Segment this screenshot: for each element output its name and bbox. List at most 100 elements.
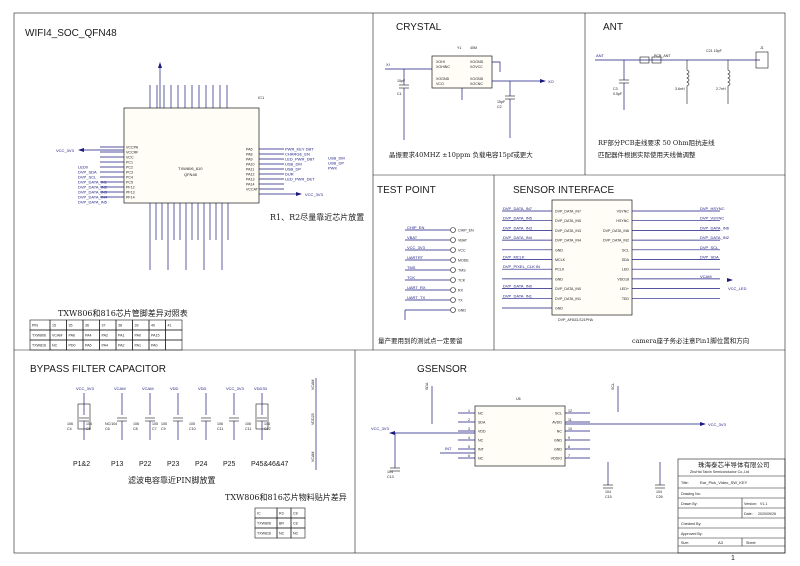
testpoint-net: TMS	[407, 265, 416, 270]
bypass-cap-val: 105	[152, 422, 158, 426]
ant-l1: 3.6nH	[675, 87, 685, 91]
crystal-pin-l2: XOHINC	[436, 65, 450, 69]
testpoint-label: RX	[458, 289, 464, 293]
gsensor-ca-ref: C13	[387, 475, 394, 479]
sensor-left-net: DVP_DATA_IN3	[503, 225, 533, 230]
sensor-left-pin: DVP_DATA_IN1	[555, 297, 581, 301]
ant-section: ANT PCB_ANT C21 15pF C3 0.5pF 3.6nH 2.7n…	[595, 46, 769, 159]
tb-checked-label: Checked By:	[681, 522, 701, 526]
gsensor-left-pin: NC	[478, 439, 484, 443]
sensor-left-pin: MCLK	[555, 258, 566, 262]
soc-table-text: PA4	[102, 344, 109, 348]
sensor-right-pin: VDD18	[617, 277, 629, 281]
sensor-right-pin: SCL	[622, 248, 629, 252]
bypass-table-text: R3	[279, 512, 284, 516]
soc-right-net: LED_PWR_DBT	[285, 157, 315, 162]
soc-right-pin-label: PA8	[246, 153, 253, 157]
section-title-sensor: SENSOR INTERFACE	[513, 185, 614, 196]
gsensor-right-num: 12	[568, 409, 572, 413]
ant-net: ANT	[596, 53, 605, 58]
bypass-cap-ref: C8	[133, 427, 138, 431]
soc-vcc-net: VCC_3V3	[56, 148, 75, 153]
crystal-chip	[431, 55, 493, 89]
soc-table-text: TXW816	[32, 344, 46, 348]
tb-company-en: ZhuHai Taixin Semiconductor Co.,Ltd	[690, 470, 749, 474]
bypass-table-text: IC	[257, 512, 261, 516]
bypass-group-box	[77, 403, 91, 430]
soc-left-pin-label: PC1	[126, 161, 133, 165]
sensor-left-net: DVP_MCLK	[503, 255, 525, 260]
gsensor-right-pin: SCL	[555, 412, 562, 416]
gsensor-left-pin: INT	[478, 448, 485, 452]
crystal-pin-bl1: XOGND	[436, 77, 450, 81]
bypass-cap-ref: C11	[245, 427, 251, 431]
soc-left-net: DVP_DATA_IN4	[78, 195, 108, 200]
bypass-table-text: TXW816	[257, 532, 271, 536]
soc-right-pin-label: PA10	[246, 163, 255, 167]
soc-table-text: PIN	[32, 324, 38, 328]
soc-table-text: PA15	[151, 334, 160, 338]
bypass-cap-val: 106	[67, 422, 73, 426]
soc-table-text: NC	[52, 344, 58, 348]
bypass-pin-label: P22	[139, 461, 152, 468]
crystal-pin-br2: XOCNC	[470, 82, 483, 86]
testpoint-pad	[450, 227, 456, 233]
gsensor-right-pin: NC	[557, 430, 563, 434]
tb-drawn-label: Drawn By:	[681, 502, 698, 506]
bypass-net: VCAM	[142, 386, 154, 391]
sensor-right-pin: DVP_DATA_IN6	[603, 229, 629, 233]
soc-left-net: DVP_SCL	[78, 175, 97, 180]
gsensor-right-pin: GND	[554, 448, 562, 452]
soc-left-pin-label: VCCPA	[126, 146, 139, 150]
sensor-vcc-led: VCC_LED	[728, 286, 747, 291]
sensor-right-pin: TED	[622, 297, 630, 301]
tb-date: 2020/09/26	[758, 512, 776, 516]
section-title-ant: ANT	[603, 22, 623, 33]
sensor-left-net: DVP_DATA_IN0	[503, 284, 533, 289]
testpoint-net: TCK	[407, 275, 415, 280]
bypass-table-text: C8	[293, 512, 298, 516]
bypass-cap-val: 106	[133, 422, 139, 426]
sensor-right-pin: HSYNC	[616, 219, 629, 223]
soc-right-pin-label: PA6	[246, 148, 253, 152]
bypass-pin-label: P23	[167, 461, 180, 468]
sensor-right-net: DVP_VSYNC	[700, 216, 724, 221]
soc-left-net: DVP_SDA	[78, 170, 97, 175]
crystal-c1-val: 15pF	[397, 79, 406, 83]
bypass-table-text: C8	[293, 522, 298, 526]
soc-right-pin-label: VCCAT	[246, 188, 259, 192]
soc-note: R1、R2尽量靠近芯片放置	[270, 212, 364, 222]
tb-approved-label: Approved By:	[681, 532, 703, 536]
soc-table-text: PA0	[151, 344, 158, 348]
testpoint-label: VCC	[458, 249, 466, 253]
gsensor-ca-val: 104	[387, 470, 393, 474]
sensor-right-net: DVP_DATA_IN2	[700, 235, 730, 240]
soc-left-net: DVP_DATA_IN1	[78, 180, 108, 185]
tb-sheet-label: Sheet:	[746, 541, 756, 545]
gsensor-ref: U6	[516, 397, 521, 401]
soc-table-text: PA2	[118, 344, 125, 348]
bypass-net: VCC_3V3	[226, 386, 245, 391]
sensor-connector	[551, 199, 633, 316]
sensor-right-pin: SDA	[622, 258, 630, 262]
gsensor-right-num: 11	[568, 418, 572, 422]
ant-note1: RF部分PCB走线要求 50 Ohm阻抗走线	[598, 138, 715, 147]
sensor-right-net: DVP_SCL	[700, 245, 719, 250]
crystal-c2-ref: C2	[497, 105, 502, 109]
tb-size: A3	[718, 540, 724, 545]
soc-table-text: PA6	[69, 334, 76, 338]
ant-pcb: PCB_ANT	[654, 54, 671, 58]
bypass-pin-label: P24	[195, 461, 208, 468]
gsensor-int: INT	[445, 446, 452, 451]
section-title-testpoint: TEST POINT	[377, 185, 436, 196]
bypass-table-text: NC	[293, 532, 299, 536]
crystal-ref: Y1	[457, 46, 461, 50]
sensor-right-net: DVP_HSYNC	[700, 206, 725, 211]
testpoint-net: VCC_3V3	[407, 245, 426, 250]
crystal-pin-l1: XOHI	[436, 60, 445, 64]
soc-table-text: PA4	[85, 334, 92, 338]
bypass-cap-val: 104	[264, 422, 270, 426]
section-title-soc: WIFI4_SOC_QFN48	[25, 28, 117, 39]
bypass-net: VDD	[198, 386, 207, 391]
bypass-pin-label: P13	[111, 461, 124, 468]
